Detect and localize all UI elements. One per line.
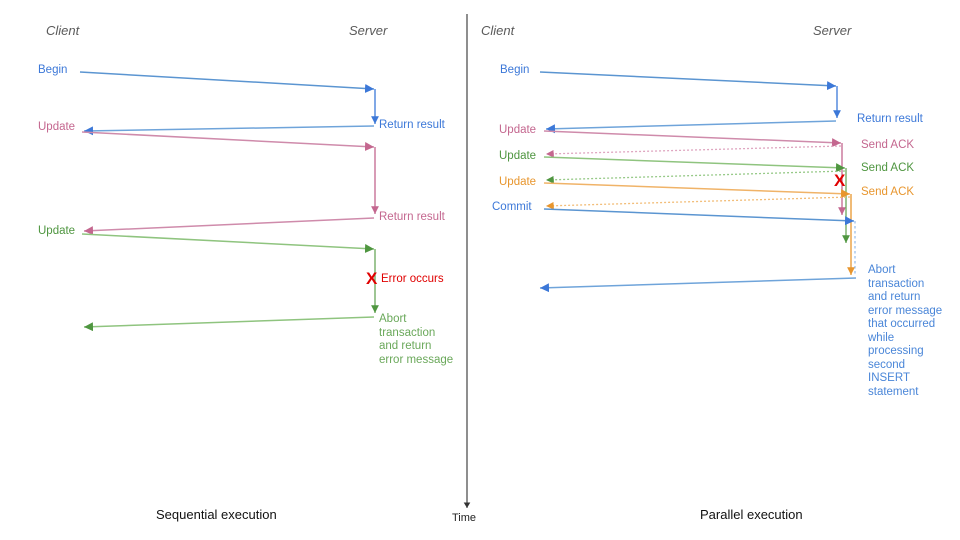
- right-arrow-commit: [543, 208, 855, 226]
- left-label-abort-block: Abort transaction and return error messa…: [379, 313, 454, 366]
- right-label-update-1: Update: [499, 124, 537, 136]
- right-label-update-3: Update: [499, 176, 537, 188]
- left-actor-server: Server: [349, 23, 388, 38]
- left-arrow-update-2: [81, 233, 375, 254]
- right-arrow-ack-3: [545, 196, 851, 210]
- left-label-return-result-2: Return result: [379, 211, 445, 223]
- left-panel-arrows: [79, 71, 379, 332]
- time-axis-label: Time: [452, 512, 477, 524]
- left-arrow-return-1: [83, 125, 375, 136]
- left-label-update-1: Update: [38, 121, 76, 133]
- left-actor-client: Client: [46, 23, 80, 38]
- right-label-ack-3: Send ACK: [861, 186, 915, 198]
- right-error-x-icon: X: [834, 171, 846, 190]
- right-arrow-return-1: [545, 120, 837, 134]
- right-label-ack-2: Send ACK: [861, 162, 915, 174]
- left-label-error-occurs: Error occurs: [381, 273, 444, 285]
- right-label-abort-block: Abort transaction and return error messa…: [868, 264, 943, 398]
- right-label-return-result: Return result: [857, 113, 923, 125]
- left-arrow-begin: [79, 71, 375, 93]
- left-arrow-return-2: [83, 217, 375, 236]
- right-arrow-begin: [539, 71, 837, 91]
- right-arrow-update-3: [543, 182, 851, 199]
- left-caption: Sequential execution: [156, 507, 277, 522]
- left-arrow-update-1: [81, 131, 375, 152]
- right-label-begin: Begin: [500, 64, 530, 76]
- left-label-update-2: Update: [38, 225, 76, 237]
- right-arrow-ack-1: [545, 145, 842, 158]
- right-caption: Parallel execution: [700, 507, 803, 522]
- right-panel-arrows: [539, 71, 857, 293]
- right-actor-client: Client: [481, 23, 515, 38]
- left-error-x-icon: X: [366, 269, 378, 288]
- left-arrow-abort: [83, 316, 375, 332]
- right-arrow-abort: [539, 277, 857, 293]
- right-arrow-update-1: [543, 130, 842, 148]
- right-label-update-2: Update: [499, 150, 537, 162]
- left-label-return-result-1: Return result: [379, 119, 445, 131]
- right-label-commit: Commit: [492, 201, 532, 213]
- right-actor-server: Server: [813, 23, 852, 38]
- left-label-begin: Begin: [38, 64, 68, 76]
- right-arrow-update-2: [543, 156, 846, 173]
- right-label-ack-1: Send ACK: [861, 139, 915, 151]
- right-arrow-ack-2: [545, 170, 846, 184]
